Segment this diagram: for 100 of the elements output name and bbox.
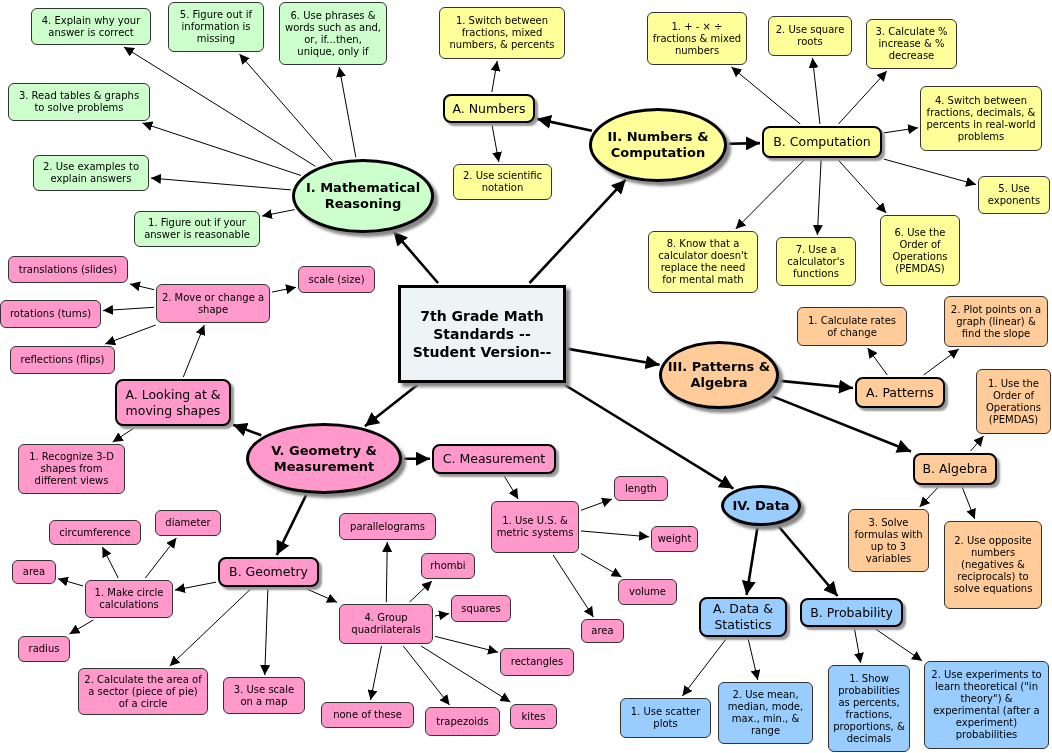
- subtopic-box: B. Geometry: [218, 557, 319, 587]
- standard-box: reflections (flips): [10, 346, 115, 374]
- standard-box: parallelograms: [339, 513, 436, 540]
- standard-box: 2. Use opposite numbers (negatives & reciprocals) to solve equations: [944, 521, 1042, 609]
- arrow: [875, 628, 923, 662]
- topic-ellipse: V. Geometry & Measurement: [246, 423, 402, 494]
- standard-box: 2. Use mean, median, mode, max., min., & range: [718, 682, 813, 744]
- standard-box: trapezoids: [425, 707, 500, 736]
- arrow: [854, 628, 864, 664]
- arrow: [364, 383, 419, 428]
- arrow: [812, 159, 823, 236]
- arrow: [123, 46, 316, 167]
- topic-ellipse: IV. Data: [721, 485, 801, 526]
- arrow: [367, 645, 383, 701]
- standard-box: 1. Use U.S. & metric systems: [491, 501, 579, 553]
- arrow: [491, 124, 502, 163]
- standard-box: weight: [651, 526, 698, 552]
- arrow: [747, 638, 761, 681]
- standard-box: length: [614, 476, 668, 501]
- subtopic-box: A. Numbers: [443, 94, 535, 123]
- standard-box: 1. Show probabilities as percents, fractions, proportions, & decimals: [828, 665, 910, 752]
- standard-box: rectangles: [500, 648, 574, 676]
- standard-box: 4. Group quadrilaterals: [339, 604, 433, 644]
- arrow: [144, 537, 177, 579]
- arrow: [420, 645, 511, 703]
- arrow: [883, 124, 919, 135]
- standard-box: 1. Recognize 3-D shapes from different views: [18, 444, 125, 494]
- arrow: [402, 645, 451, 706]
- standard-box: scale (size): [298, 266, 375, 293]
- standard-box: diameter: [155, 510, 221, 536]
- standard-box: 3. Use scale on a map: [223, 677, 305, 714]
- standard-box: 2. Use experiments to learn theoretical ("in theory") & experimental (after a experiment) probabilities: [924, 661, 1049, 749]
- arrow: [409, 580, 433, 603]
- arrow: [112, 427, 135, 443]
- standard-box: 1. Figure out if your answer is reasonable: [134, 211, 260, 247]
- arrow: [182, 324, 206, 378]
- arrow: [382, 541, 393, 603]
- arrow: [104, 324, 157, 346]
- arrow: [564, 383, 735, 490]
- standard-box: 1. + - × ÷ fractions & mixed numbers: [647, 12, 747, 65]
- arrow: [837, 70, 888, 125]
- standard-box: 5. Use exponents: [978, 176, 1050, 214]
- arrow: [735, 159, 805, 230]
- standard-box: 2. Use scientific notation: [453, 164, 552, 200]
- standard-box: 7. Use a calculator's functions: [776, 237, 856, 286]
- arrow: [404, 451, 430, 466]
- subtopic-box: B. Algebra: [913, 453, 997, 485]
- arrow: [728, 136, 761, 151]
- title-box: 7th Grade Math Standards --Student Version--: [398, 285, 566, 383]
- standard-box: 2. Plot points on a graph (linear) & find the slope: [944, 296, 1048, 347]
- arrow: [434, 635, 499, 655]
- standard-box: 3. Solve formulas with up to 3 variables: [848, 509, 929, 572]
- standard-box: 1. Calculate rates of change: [797, 307, 907, 346]
- arrow: [102, 304, 155, 315]
- standard-box: 2. Move or change a shape: [156, 284, 270, 323]
- arrow: [129, 281, 155, 292]
- standard-box: 5. Figure out if information is missing: [168, 2, 264, 52]
- arrow: [169, 588, 252, 667]
- arrow: [580, 553, 623, 578]
- standard-box: 1. Make circle calculations: [85, 580, 173, 618]
- subtopic-box: A. Patterns: [855, 377, 945, 408]
- arrow: [567, 347, 660, 370]
- standard-box: squares: [451, 595, 511, 622]
- arrow: [919, 486, 939, 508]
- standard-box: 1. Use scatter plots: [620, 698, 711, 738]
- standard-box: 3. Read tables & graphs to solve problems: [8, 83, 150, 121]
- arrow: [580, 530, 650, 541]
- arrow: [970, 435, 985, 452]
- standard-box: radius: [18, 636, 70, 662]
- standard-box: 4. Explain why your answer is correct: [31, 8, 151, 45]
- standard-box: translations (slides): [8, 256, 128, 283]
- arrow: [69, 619, 94, 635]
- arrow: [232, 423, 262, 437]
- arrow: [336, 66, 357, 158]
- arrow: [503, 475, 519, 500]
- arrow: [808, 57, 821, 125]
- standard-box: 3. Calculate % increase & % decrease: [866, 19, 957, 69]
- subtopic-box: A. Looking at & moving shapes: [115, 379, 231, 426]
- arrow: [260, 588, 271, 676]
- arrow: [867, 347, 888, 376]
- arrow: [780, 379, 854, 394]
- subtopic-box: B. Computation: [762, 126, 882, 158]
- standard-box: rotations (turns): [0, 300, 101, 328]
- arrow: [777, 525, 839, 597]
- arrow: [490, 60, 501, 93]
- standard-box: 1. Switch between fractions, mixed numbers, & percents: [439, 7, 565, 59]
- arrow: [57, 576, 84, 587]
- standard-box: 2. Calculate the area of a sector (piece of pie) of a circle: [78, 668, 208, 715]
- arrow: [552, 554, 594, 618]
- arrow: [174, 581, 217, 594]
- standard-box: area: [581, 619, 624, 643]
- standard-box: 2. Use examples to explain answers: [33, 155, 149, 191]
- standard-box: 8. Know that a calculator doesn't replace the need for mental math: [648, 231, 758, 293]
- standard-box: volume: [618, 579, 677, 605]
- arrow: [741, 527, 759, 596]
- arrow: [150, 173, 292, 191]
- arrow: [275, 494, 308, 556]
- subtopic-box: C. Measurement: [432, 444, 556, 474]
- arrow: [536, 115, 593, 132]
- arrow: [580, 497, 613, 511]
